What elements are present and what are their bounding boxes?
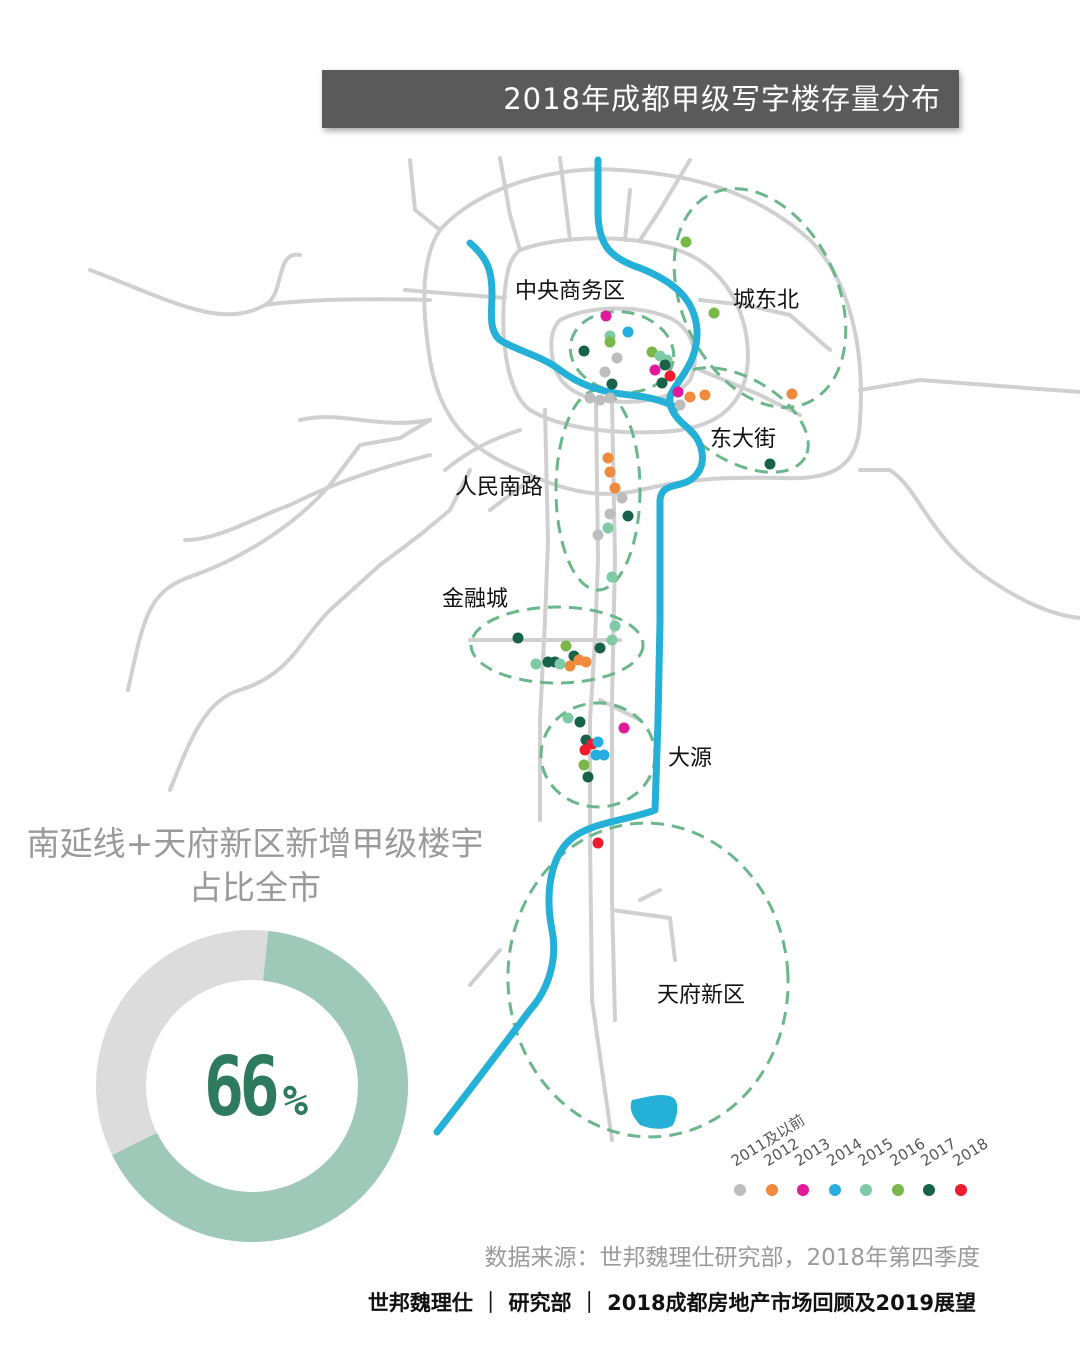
share-donut — [96, 930, 408, 1242]
lake — [630, 1095, 678, 1129]
building-dot — [609, 620, 621, 632]
label-jinrongcheng: 金融城 — [442, 587, 508, 612]
building-dot — [656, 377, 668, 389]
river — [433, 156, 706, 1136]
label-tianfu: 天府新区 — [657, 983, 745, 1008]
share-unit: % — [282, 1076, 309, 1125]
building-dot — [598, 749, 610, 761]
building-dot — [530, 658, 542, 670]
building-dot — [592, 736, 604, 748]
building-dot — [578, 345, 590, 357]
building-dot — [699, 389, 711, 401]
legend-dot-0 — [734, 1184, 746, 1196]
share-value: 66% — [96, 1040, 408, 1135]
building-dot — [604, 392, 616, 404]
building-dot — [659, 359, 671, 371]
building-dot — [574, 716, 586, 728]
legend-dot-2 — [797, 1184, 809, 1196]
label-dayuan: 大源 — [668, 746, 712, 771]
building-dot — [594, 642, 606, 654]
building-dot — [606, 378, 618, 390]
building-dot — [599, 366, 611, 378]
building-dot — [584, 392, 596, 404]
label-cbd: 中央商务区 — [515, 279, 625, 304]
building-dot — [564, 660, 576, 672]
zone-chengdongbei — [672, 187, 848, 409]
building-dots — [512, 236, 798, 849]
building-dot — [606, 634, 618, 646]
legend-dot-6 — [923, 1184, 935, 1196]
road-network — [88, 156, 1080, 1142]
headline: 南延线+天府新区新增甲级楼宇 占比全市 — [0, 822, 510, 910]
zone-tianfu — [506, 821, 790, 1139]
zone-outlines — [469, 187, 848, 1139]
building-dot — [611, 352, 623, 364]
data-source: 数据来源：世邦魏理仕研究部，2018年第四季度 — [484, 1245, 980, 1271]
headline-line2: 占比全市 — [189, 868, 321, 907]
building-dot — [664, 370, 676, 382]
legend-dot-4 — [860, 1184, 872, 1196]
building-dot — [554, 658, 566, 670]
building-dot — [600, 310, 612, 322]
legend-dot-3 — [828, 1184, 841, 1196]
building-dot — [592, 529, 604, 541]
footer: 世邦魏理仕 ｜ 研究部 ｜ 2018成都房地产市场回顾及2019展望 — [367, 1291, 976, 1315]
building-dot — [512, 632, 524, 644]
building-dot — [672, 386, 684, 398]
label-renminnanlu: 人民南路 — [455, 475, 543, 500]
building-dot — [582, 771, 594, 783]
building-dot — [622, 326, 634, 338]
legend-dot-7 — [954, 1184, 967, 1196]
building-dot — [674, 399, 686, 411]
label-chengdongbei: 城东北 — [733, 288, 799, 313]
zone-dongdajie — [670, 366, 810, 474]
building-dot — [604, 336, 616, 348]
building-dot — [609, 482, 621, 494]
building-dot — [680, 236, 692, 248]
building-dot — [592, 837, 604, 849]
building-dot — [708, 307, 720, 319]
building-dot — [604, 466, 616, 478]
building-dot — [580, 656, 592, 668]
building-dot — [604, 508, 616, 520]
zone-jinrongcheng — [469, 605, 645, 685]
building-dot — [618, 722, 630, 734]
building-dot — [616, 492, 628, 504]
building-dot — [764, 458, 776, 470]
donut-share — [96, 930, 408, 1242]
building-dot — [562, 712, 574, 724]
building-dot — [602, 522, 614, 534]
title-bar: 2018年成都甲级写字楼存量分布 — [322, 70, 959, 128]
legend-dot-5 — [891, 1184, 904, 1196]
building-dot — [606, 571, 618, 583]
district-labels: 中央商务区 城东北 东大街 人民南路 金融城 大源 天府新区 — [442, 279, 799, 1008]
building-dot — [579, 744, 591, 756]
building-dot — [590, 749, 602, 761]
building-dot — [594, 394, 606, 406]
page-title: 2018年成都甲级写字楼存量分布 — [503, 82, 941, 116]
building-dot — [622, 510, 634, 522]
building-dot — [578, 759, 590, 771]
label-dongdajie: 东大街 — [710, 427, 776, 452]
legend-year-7: 2018 — [948, 1134, 991, 1170]
legend-dot-1 — [765, 1184, 778, 1196]
building-dot — [684, 391, 696, 403]
headline-line1: 南延线+天府新区新增甲级楼宇 — [26, 824, 484, 863]
share-number: 66 — [203, 1040, 280, 1135]
building-dot — [560, 640, 572, 652]
building-dot — [649, 364, 661, 376]
building-dot — [786, 388, 798, 400]
building-dot — [602, 452, 614, 464]
